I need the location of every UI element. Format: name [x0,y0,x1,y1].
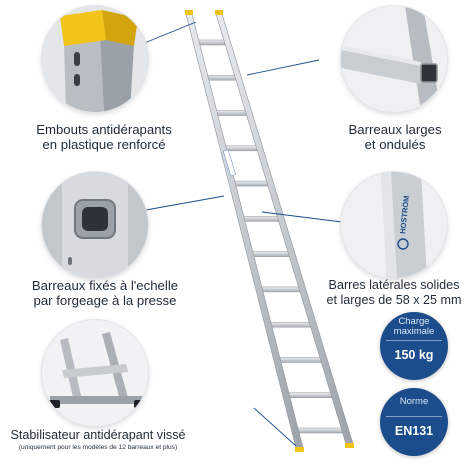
max-load-badge: Charge maximale 150 kg [380,312,448,380]
stabilizer-caption: Stabilisateur antidérapant vissé (unique… [0,428,196,452]
stabilizer-caption-title: Stabilisateur antidérapant vissé [10,428,186,442]
standard-label: Norme [399,396,429,407]
ladder-rung [204,75,239,81]
ladder-rung [293,427,345,434]
side-rails-caption-line2: et larges de 58 x 25 mm [326,293,462,307]
max-load-label: Charge maximale [393,316,435,337]
stabilizer-caption-note: (uniquement pour les modèles de 12 barre… [18,444,178,451]
rail-label-sticker [222,149,237,177]
bottom-end-cap-left [295,447,304,452]
ladder-rung [213,110,250,116]
end-caps-detail-image [42,6,148,112]
callout-line-fixed-rungs [145,195,225,211]
callout-line-wide-rungs [246,59,320,76]
callout-line-end-caps [141,21,197,45]
standard-value: EN131 [394,424,434,438]
top-end-cap-left [185,10,193,15]
standard-badge: Norme EN131 [380,388,448,456]
side-rails-caption-line1: Barres latérales solides [328,278,460,292]
side-rails-caption: Barres latérales solides et larges de 58… [318,278,470,308]
callout-line-stabilizer [253,407,297,447]
wide-rungs-caption-line2: et ondulés [364,137,426,152]
callout-line-side-rails [261,211,343,223]
wide-rungs-caption: Barreaux larges et ondulés [320,122,470,152]
ladder-rung [195,39,229,46]
fixed-rungs-caption-line2: par forgeage à la presse [33,293,177,308]
ladder-rung [275,357,324,363]
stabilizer-detail-image [42,320,148,426]
callout-lines [141,21,343,447]
end-caps-caption: Embouts antidérapants en plastique renfo… [14,122,194,152]
wide-rungs-caption-line1: Barreaux larges [348,122,442,137]
brand-logo-text: HOSTRÖM [398,195,411,234]
ladder-rung [284,392,334,398]
ladder-rung [231,180,271,187]
side-rails-detail-image: HOSTRÖM [341,172,447,278]
max-load-value: 150 kg [394,348,434,362]
ladder-rung [239,216,281,222]
end-caps-caption-line2: en plastique renforcé [42,137,166,152]
max-load-divider [386,340,442,341]
ladder-rung [266,321,313,328]
ladder-rungs [193,39,346,434]
end-caps-caption-line1: Embouts antidérapants [36,122,172,137]
fixed-rungs-caption: Barreaux fixés à l'echelle par forgeage … [8,278,202,308]
ladder-rung [248,251,292,257]
fixed-rungs-detail-image [42,172,148,278]
fixed-rungs-caption-line1: Barreaux fixés à l'echelle [31,278,179,293]
bottom-end-cap-right [345,443,354,448]
ladder-rung [257,286,303,293]
wide-rungs-detail-image [341,6,447,112]
top-end-cap-right [215,10,223,15]
standard-divider [386,416,442,417]
